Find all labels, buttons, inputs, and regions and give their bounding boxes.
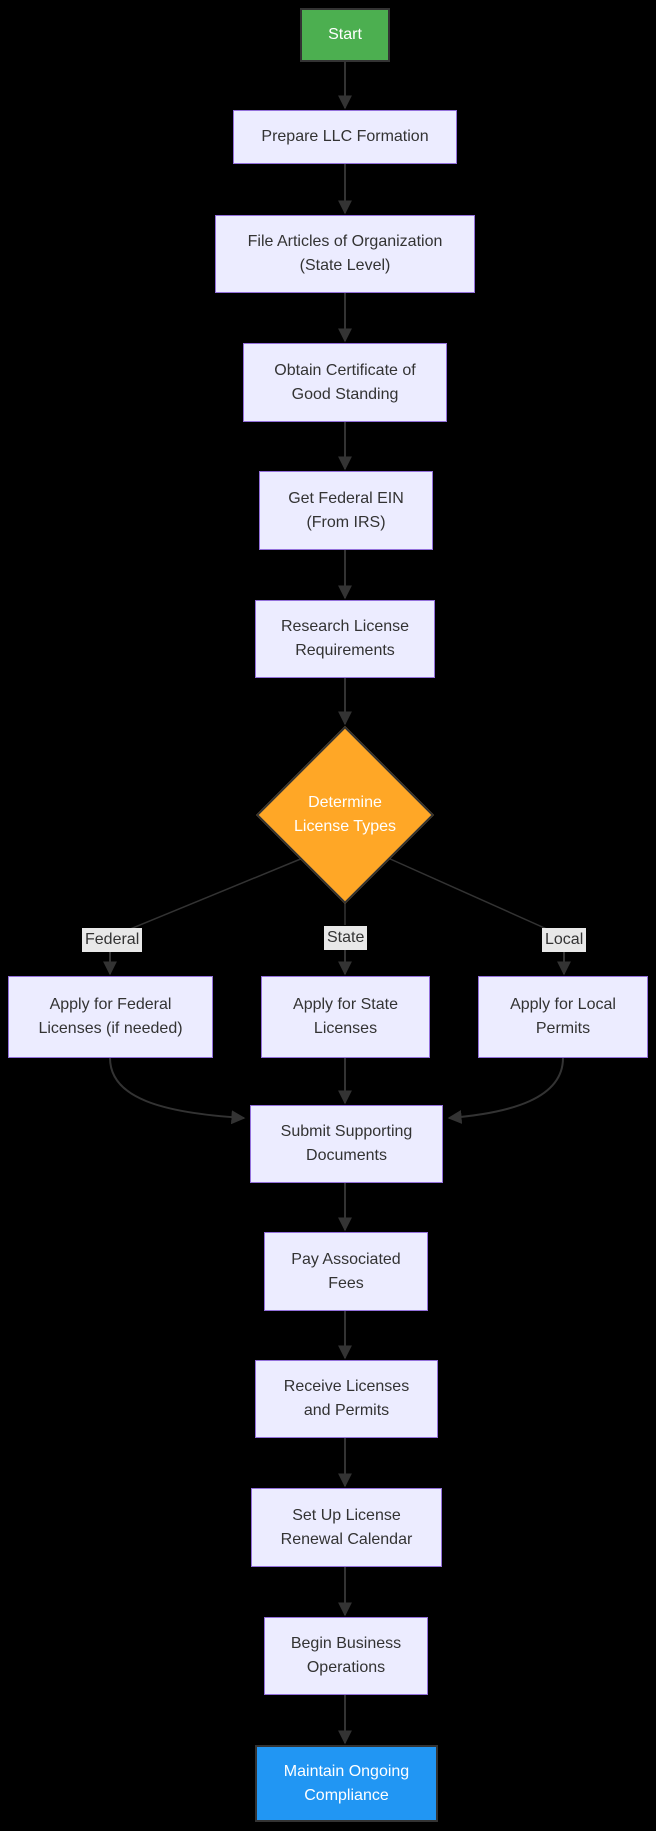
node-apply-state-licenses: Apply for State Licenses xyxy=(261,976,430,1058)
node-label-line2: License Types xyxy=(294,818,396,835)
node-label-line2: (State Level) xyxy=(299,257,391,274)
node-determine-license-types-label: Determine License Types xyxy=(265,791,425,839)
node-label-line1: Receive Licenses xyxy=(283,1378,410,1395)
node-submit-supporting-documents: Submit Supporting Documents xyxy=(250,1105,443,1183)
node-research-license-requirements: Research License Requirements xyxy=(255,600,435,678)
node-label-line2: Documents xyxy=(306,1147,387,1164)
edge-label-federal: Federal xyxy=(82,928,143,952)
node-apply-local-permits: Apply for Local Permits xyxy=(478,976,648,1058)
edge-label-local: Local xyxy=(542,928,587,952)
node-label-line1: Pay Associated xyxy=(291,1250,401,1268)
node-label-line1: Begin Business xyxy=(290,1635,402,1652)
node-label-line2: Permits xyxy=(535,1020,591,1037)
node-label-line2: Requirements xyxy=(295,642,395,659)
node-label-line1: Apply for Local xyxy=(510,996,616,1013)
node-label-line1: Maintain Ongoing xyxy=(283,1762,410,1780)
node-label-line2: and Permits xyxy=(303,1402,390,1419)
node-pay-associated-fees: Pay Associated Fees xyxy=(264,1232,428,1311)
node-receive-licenses-permits: Receive Licenses and Permits xyxy=(255,1360,438,1438)
node-label-line2: (From IRS) xyxy=(306,513,386,531)
node-label-line1: Submit Supporting xyxy=(280,1123,413,1140)
node-label-line1: Research License xyxy=(280,618,410,635)
node-begin-business-operations: Begin Business Operations xyxy=(264,1617,428,1695)
node-label-line2: Compliance xyxy=(304,1786,389,1804)
node-label-line2: Fees xyxy=(328,1274,364,1292)
edge-label-state: State xyxy=(324,926,368,950)
node-get-federal-ein: Get Federal EIN (From IRS) xyxy=(259,471,433,550)
node-maintain-ongoing-compliance: Maintain Ongoing Compliance xyxy=(255,1745,438,1822)
node-label-line1: Apply for Federal xyxy=(49,996,172,1013)
node-label-line2: Licenses xyxy=(313,1020,378,1037)
edge-label-text: State xyxy=(327,929,365,946)
node-obtain-certificate-good-standing: Obtain Certificate of Good Standing xyxy=(243,343,447,422)
edge-label-text: Federal xyxy=(85,931,140,948)
node-label-line1: Determine xyxy=(308,794,382,811)
node-label-line1: Apply for State xyxy=(293,996,398,1013)
node-label-line1: Get Federal EIN xyxy=(288,489,404,507)
node-start-label: Start xyxy=(328,26,362,43)
node-label-line1: File Articles of Organization xyxy=(247,233,443,250)
node-license-renewal-calendar: Set Up License Renewal Calendar xyxy=(251,1488,442,1567)
node-label-line1: Set Up License xyxy=(292,1506,401,1524)
node-apply-federal-licenses: Apply for Federal Licenses (if needed) xyxy=(8,976,213,1058)
node-label-line2: Operations xyxy=(306,1659,386,1676)
node-label: Prepare LLC Formation xyxy=(261,128,429,145)
node-file-articles-of-organization: File Articles of Organization (State Lev… xyxy=(215,215,475,293)
node-prepare-llc-formation: Prepare LLC Formation xyxy=(233,110,457,164)
node-label-line1: Obtain Certificate of xyxy=(274,361,416,379)
node-label-line2: Licenses (if needed) xyxy=(38,1020,183,1037)
node-label-line2: Good Standing xyxy=(291,385,399,403)
node-start: Start xyxy=(300,8,390,62)
edge-label-text: Local xyxy=(545,931,584,948)
node-label-line2: Renewal Calendar xyxy=(280,1530,413,1548)
